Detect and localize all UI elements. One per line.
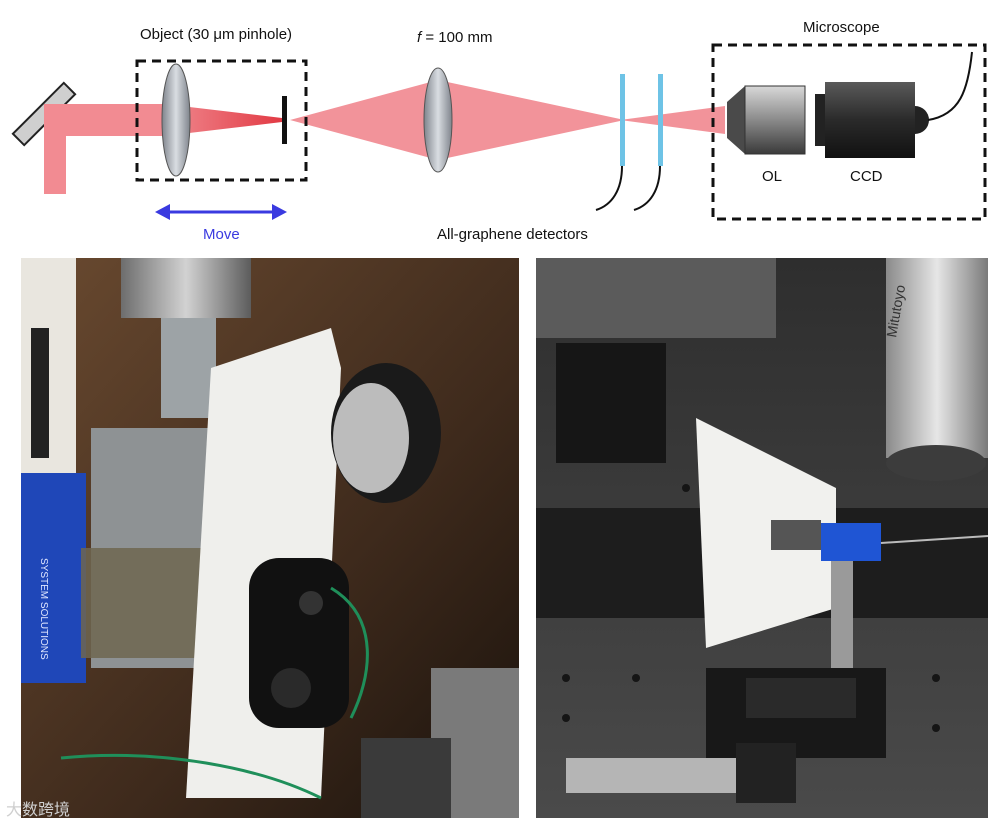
left-photo-text: SYSTEM SOLUTIONS xyxy=(38,558,49,660)
right-setup-photo: Mitutoyo xyxy=(536,258,988,818)
move-label: Move xyxy=(203,226,240,243)
focal-length-value: = 100 mm xyxy=(421,29,493,46)
objective-lens-icon xyxy=(161,63,191,177)
move-arrow-icon xyxy=(155,204,287,220)
laser-beam xyxy=(44,80,725,194)
optical-setup-diagram xyxy=(11,43,987,221)
graphene-detectors xyxy=(595,74,663,211)
ccd-camera-icon xyxy=(815,51,973,158)
watermark-logo: 大数跨境 xyxy=(6,800,71,819)
object-label: Object (30 μm pinhole) xyxy=(140,26,293,43)
microscope-label: Microscope xyxy=(803,19,880,36)
ol-label: OL xyxy=(762,168,783,185)
focal-length-label: f = 100 mm xyxy=(417,29,492,46)
pinhole-icon xyxy=(282,96,287,144)
microscope-box xyxy=(711,43,987,221)
focal-length-symbol: f xyxy=(417,29,422,46)
left-setup-photo: SYSTEM SOLUTIONS xyxy=(21,258,519,818)
ccd-label: CCD xyxy=(850,168,883,185)
objective-lens-ol-icon xyxy=(727,85,806,155)
object-box xyxy=(135,59,308,182)
detectors-label: All-graphene detectors xyxy=(437,226,588,243)
focusing-lens-icon xyxy=(423,67,453,173)
